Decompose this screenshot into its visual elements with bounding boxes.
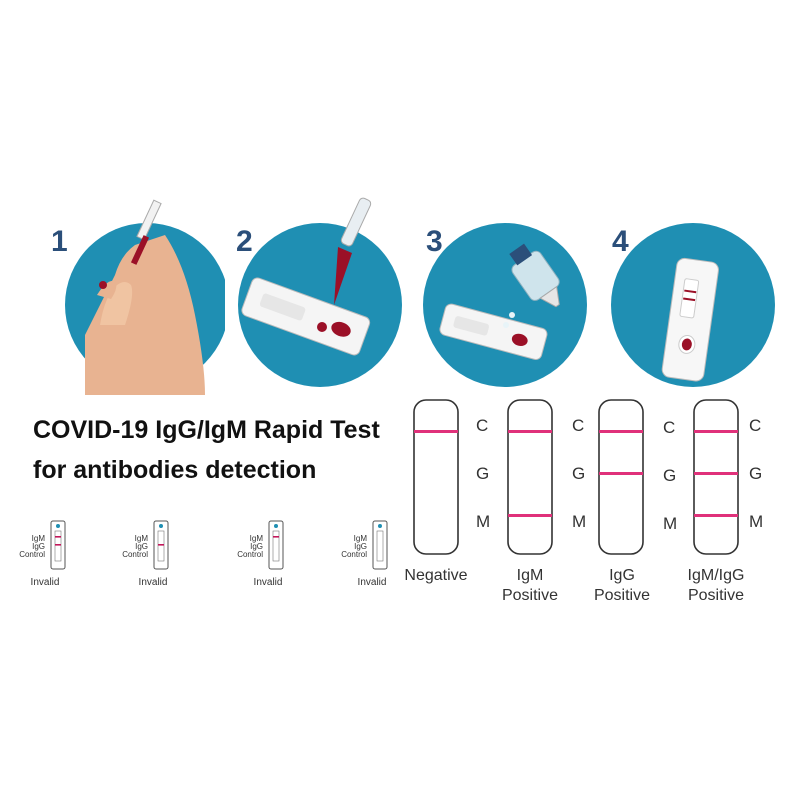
step-number: 2: [236, 225, 253, 258]
step-number: 4: [612, 225, 629, 258]
invalid-example-2: IgM IgG Control Invalid: [103, 520, 203, 590]
invalid-example-4: IgM IgG Control Invalid: [322, 520, 422, 590]
result-igg-positive: C G M: [597, 398, 707, 618]
pipette-sample-icon: [238, 197, 402, 387]
invalid-strip-icon: [372, 520, 388, 570]
step-number: 3: [426, 225, 443, 258]
line-label-m: M: [572, 512, 587, 531]
step-3: 3: [420, 195, 600, 395]
invalid-caption: Invalid: [253, 577, 283, 588]
igm-igg-positive-strip-icon: [693, 399, 739, 555]
invalid-caption: Invalid: [357, 577, 387, 588]
invalid-strip-icon: [50, 520, 66, 570]
mini-label-igg: IgG: [32, 542, 45, 551]
result-negative: C G M: [412, 398, 522, 618]
mini-label-control: Control: [237, 550, 263, 559]
page-subtitle: for antibodies detection: [33, 456, 317, 484]
buffer-drops-icon: [423, 223, 587, 387]
control-line: [414, 430, 458, 433]
caption-igm-igg-positive: IgM/IgG Positive: [666, 566, 766, 606]
caption-line-1: IgM/IgG: [687, 567, 745, 584]
invalid-caption: Invalid: [138, 577, 168, 588]
step-4: 4: [608, 195, 788, 395]
negative-strip-icon: [413, 399, 459, 555]
result-igm-igg-positive: C G M: [692, 398, 800, 618]
mini-label-igg: IgG: [250, 542, 263, 551]
mini-label-igg: IgG: [354, 542, 367, 551]
invalid-example-3: IgM IgG Control Invalid: [218, 520, 318, 590]
control-line: [599, 430, 643, 433]
mini-label-control: Control: [122, 550, 148, 559]
line-label-g: G: [572, 464, 586, 483]
igm-positive-strip-icon: [507, 399, 553, 555]
mini-label-control: Control: [341, 550, 367, 559]
line-label-m: M: [749, 512, 764, 531]
result-igm-positive: C G M: [506, 398, 616, 618]
igg-line: [694, 472, 738, 475]
step-2: 2: [230, 195, 410, 395]
invalid-strip-icon: [153, 520, 169, 570]
line-label-g: G: [476, 464, 490, 483]
line-label-m: M: [663, 514, 678, 533]
step-number: 1: [51, 225, 68, 258]
mini-label-igm: IgM: [134, 534, 148, 543]
igg-line: [599, 472, 643, 475]
igm-line: [694, 514, 738, 517]
line-label-m: M: [476, 512, 491, 531]
caption-igm-positive: IgM Positive: [480, 566, 580, 606]
caption-line-1: Negative: [404, 567, 468, 584]
control-line: [694, 430, 738, 433]
caption-line-2: Positive: [687, 587, 745, 604]
mini-label-igm: IgM: [353, 534, 367, 543]
line-label-c: C: [572, 416, 585, 435]
step-1: 1: [45, 195, 225, 395]
caption-line-2: Positive: [593, 587, 651, 604]
caption-igg-positive: IgG Positive: [572, 566, 672, 606]
caption-negative: Negative: [386, 566, 486, 586]
line-label-c: C: [749, 416, 762, 435]
caption-line-1: IgM: [516, 567, 544, 584]
line-label-g: G: [663, 466, 677, 485]
invalid-example-1: IgM IgG Control Invalid: [0, 520, 100, 590]
read-result-icon: [611, 223, 775, 387]
invalid-caption: Invalid: [30, 577, 60, 588]
line-label-c: C: [663, 418, 676, 437]
caption-line-2: Positive: [501, 587, 559, 604]
invalid-strip-icon: [268, 520, 284, 570]
mini-label-igm: IgM: [249, 534, 263, 543]
igg-positive-strip-icon: [598, 399, 644, 555]
page-title: COVID-19 IgG/IgM Rapid Test: [33, 416, 380, 444]
line-label-c: C: [476, 416, 489, 435]
line-label-g: G: [749, 464, 763, 483]
igm-line: [508, 514, 552, 517]
finger-prick-icon: [65, 199, 225, 395]
mini-label-igg: IgG: [135, 542, 148, 551]
mini-label-igm: IgM: [31, 534, 45, 543]
control-line: [508, 430, 552, 433]
mini-label-control: Control: [19, 550, 45, 559]
caption-line-1: IgG: [609, 567, 635, 584]
